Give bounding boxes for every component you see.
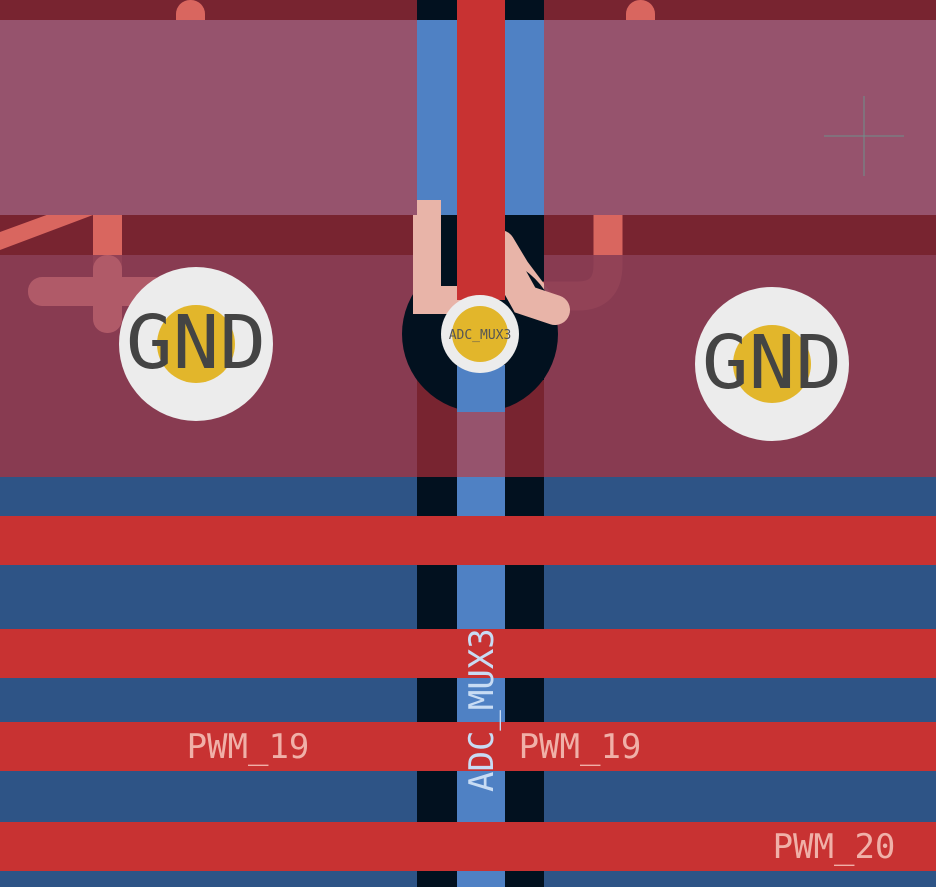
front-track[interactable]: [0, 629, 936, 678]
crosshair-cursor-icon: [824, 96, 904, 176]
via-net-label: ADC_MUX3: [449, 328, 512, 343]
via-drill: [452, 306, 508, 362]
track-pink-left: [413, 255, 470, 314]
track-pink-right: [485, 240, 570, 325]
zone-overlay: [544, 20, 936, 215]
track-label-vertical: ADC_MUX3: [462, 628, 502, 792]
track-vertical-dim: [93, 255, 122, 333]
pwm20-track[interactable]: [0, 822, 936, 871]
adc-mux3-front-track[interactable]: [457, 0, 505, 300]
pwm19-track[interactable]: [0, 722, 936, 771]
zone-overlay: [457, 410, 505, 477]
zone-overlay: [0, 20, 417, 215]
pad-drill: [157, 305, 235, 383]
pad-net-label: GND: [126, 300, 266, 386]
track-label: PWM_20: [773, 827, 896, 867]
front-track[interactable]: [0, 516, 936, 565]
track-label: PWM_19: [187, 727, 310, 767]
track-label: PWM_19: [519, 727, 642, 767]
pad-drill: [733, 325, 811, 403]
pad-net-label: GND: [702, 320, 842, 406]
